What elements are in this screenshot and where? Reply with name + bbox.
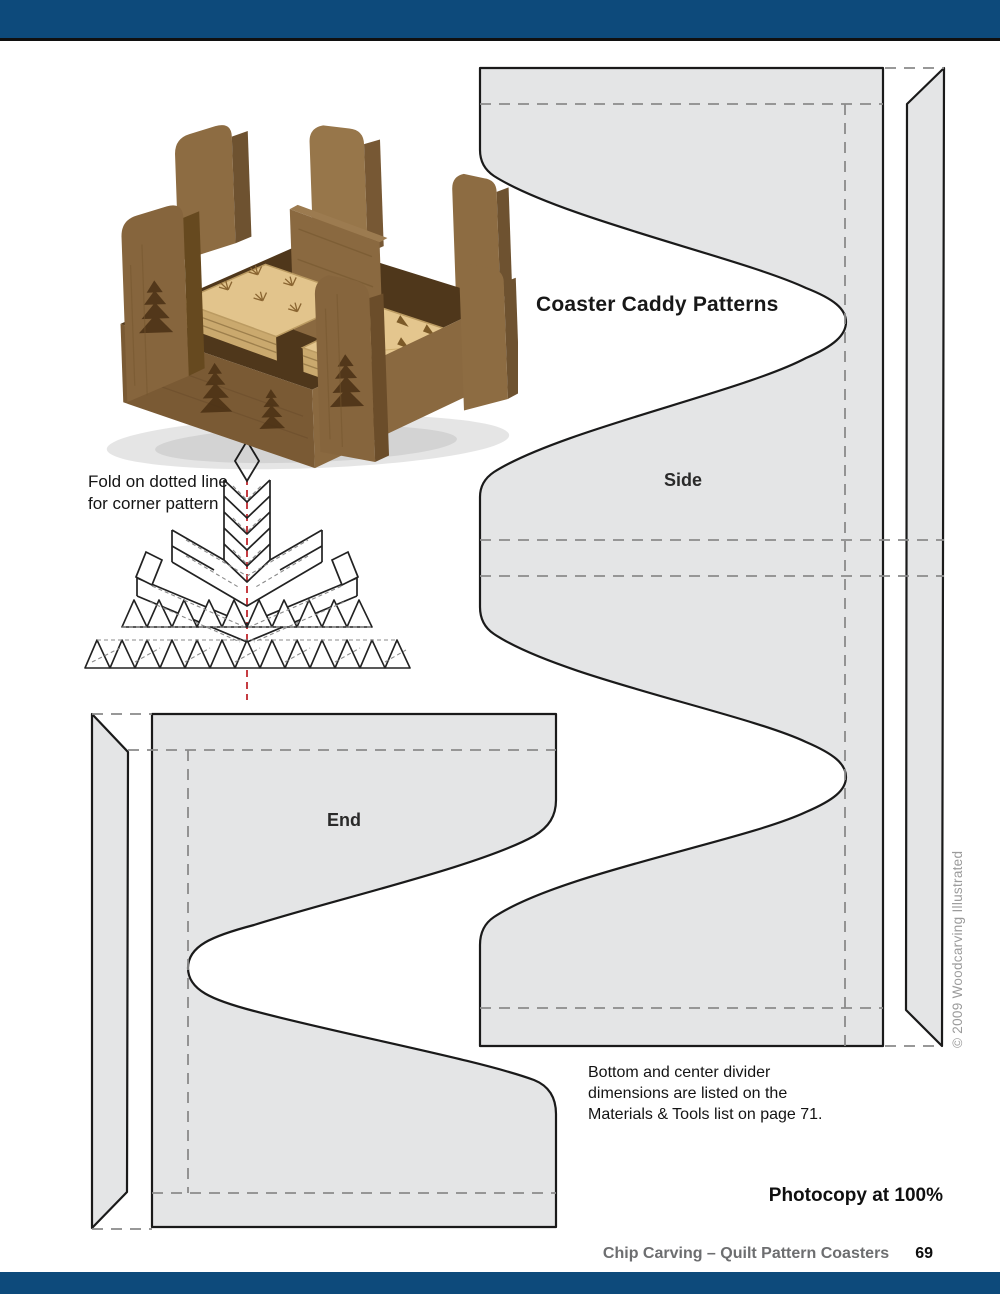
fold-note: Fold on dotted line for corner pattern <box>88 471 228 515</box>
side-pattern-flap <box>904 66 946 1048</box>
right-diamond <box>330 550 360 587</box>
end-pattern-flap <box>90 712 130 1230</box>
top-rule <box>0 38 1000 41</box>
side-pattern-shape <box>478 66 885 1048</box>
footer-article-title: Chip Carving – Quilt Pattern Coasters <box>602 1245 890 1262</box>
end-fold-lines <box>92 713 556 1230</box>
bottom-accent-bar <box>0 1272 1000 1294</box>
page-footer: Chip Carving – Quilt Pattern Coasters 69 <box>603 1245 933 1263</box>
fold-note-line2: for corner pattern <box>88 494 219 513</box>
corner-pattern-diagram <box>84 418 411 700</box>
side-fold-lines <box>480 67 944 1047</box>
divider-note-line1: Bottom and center divider <box>588 1064 771 1081</box>
photocopy-note: Photocopy at 100% <box>768 1185 943 1206</box>
top-diamond <box>233 439 261 483</box>
divider-note-line2: dimensions are listed on the <box>588 1085 788 1102</box>
footer-page-number: 69 <box>915 1245 933 1262</box>
patterns-title: Coaster Caddy Patterns <box>536 293 779 316</box>
fold-note-line1: Fold on dotted line <box>88 472 228 491</box>
top-accent-bar <box>0 0 1000 38</box>
copyright-notice: © 2009 Woodcarving Illustrated <box>950 850 965 1048</box>
caddy-photo <box>106 125 518 470</box>
divider-note: Bottom and center divider dimensions are… <box>588 1062 823 1125</box>
side-pattern-label: Side <box>664 470 703 490</box>
divider-note-line3: Materials & Tools list on page 71. <box>588 1106 823 1123</box>
end-pattern-label: End <box>327 810 361 830</box>
left-diamond <box>134 550 164 587</box>
